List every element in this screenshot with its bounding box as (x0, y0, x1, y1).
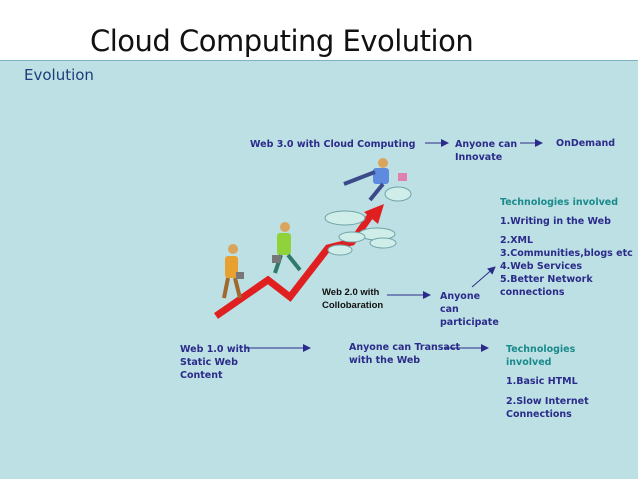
content-panel (0, 60, 638, 479)
section-label: Evolution (24, 66, 94, 84)
web2-label: Web 2.0 with Collobaration (322, 287, 384, 311)
web2-tech-heading: Technologies involved (500, 197, 619, 208)
climber-figure-1 (222, 244, 244, 299)
climber-figure-3 (343, 158, 407, 202)
web2-outcome: Anyone can participate (440, 291, 499, 328)
web1-outcome: Anyone can Transact with the Web (349, 342, 460, 366)
web2-tech-item-1: 1.Writing in the Web (500, 216, 611, 227)
slide-title: Cloud Computing Evolution (90, 24, 474, 58)
web3-ondemand: OnDemand (556, 138, 616, 149)
web1-tech-item-2: 2.Slow Internet Connections (506, 396, 589, 420)
climber-figure-2 (272, 222, 302, 274)
web1-label: Web 1.0 with Static Web Content (180, 344, 251, 381)
web3-label: Web 3.0 with Cloud Computing (250, 139, 416, 150)
web2-tech-item-2: 2.XML 3.Communities,blogs etc 4.Web Serv… (500, 235, 633, 298)
growth-arrow-head (364, 204, 384, 224)
web1-tech-item-1: 1.Basic HTML (506, 376, 578, 387)
web1-tech-heading: Technologies involved (506, 344, 576, 368)
connector-arrows (245, 139, 543, 352)
web3-outcome: Anyone can Innovate (455, 139, 518, 163)
cloud-icons (324, 186, 412, 256)
